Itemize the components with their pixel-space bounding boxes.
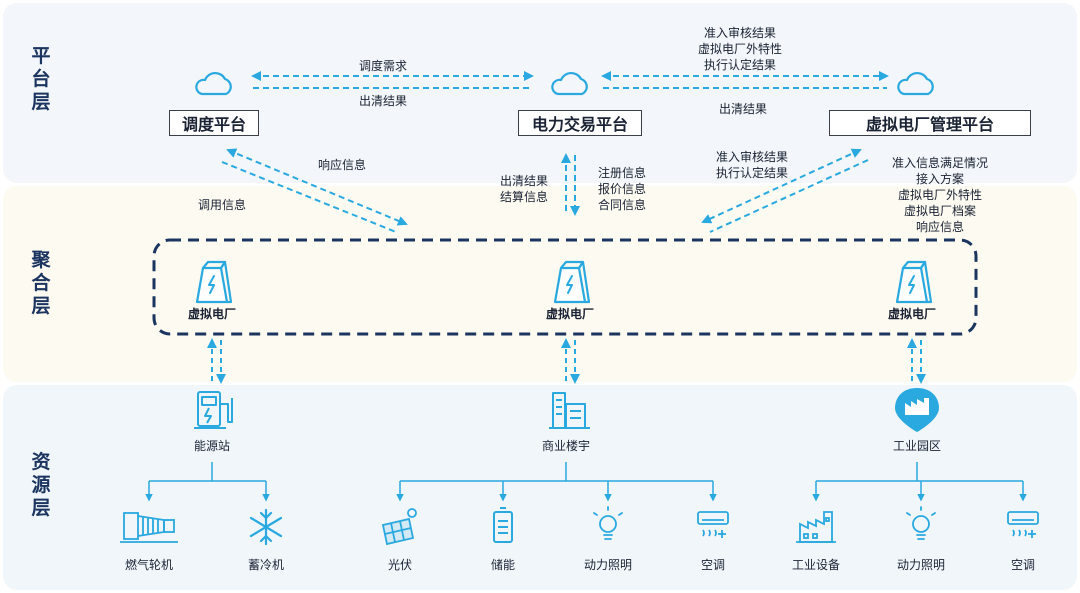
trading-platform-box: 电力交易平台 <box>518 110 642 136</box>
vpp-management-platform-box: 虚拟电厂管理平台 <box>829 110 1031 136</box>
energy-station-icon <box>194 391 233 429</box>
resource-layer-label: 资源层 <box>31 451 51 519</box>
leaf-label-pv: 光伏 <box>387 558 412 572</box>
call-info-label: 调用信息 <box>198 198 247 212</box>
leaf-label-ac-2: 空调 <box>1010 558 1035 572</box>
solar-pv-icon <box>381 508 417 546</box>
commercial-building-label: 商业楼宇 <box>541 439 590 453</box>
register-info-labels: 注册信息 报价信息 合同信息 <box>598 165 646 213</box>
commercial-building-icon <box>549 392 590 429</box>
admission-result-label: 准入审核结果 <box>703 26 776 40</box>
storage-battery-icon <box>493 507 513 543</box>
leaf-label-storage: 储能 <box>490 558 515 572</box>
execution-confirm-label: 执行认定结果 <box>716 166 789 180</box>
vpp-label-1: 虚拟电厂 <box>187 307 236 321</box>
aggregation-layer-label: 聚合层 <box>31 249 51 317</box>
industrial-park-icon <box>895 388 939 432</box>
platform-layer-band <box>3 3 1077 183</box>
industrial-equipment-icon <box>796 511 836 543</box>
vpp-characteristics-label: 虚拟电厂外特性 <box>697 42 782 56</box>
clearing-result-mid-label: 出清结果 <box>499 174 548 188</box>
resource-layer-band <box>3 385 1077 590</box>
air-conditioner-icon-2 <box>1007 511 1039 538</box>
leaf-label-cold-storage: 蓄冷机 <box>247 558 284 572</box>
access-plan-label: 接入方案 <box>915 172 964 186</box>
gas-turbine-icon <box>120 512 178 543</box>
dispatch-demand-label: 调度需求 <box>358 59 407 73</box>
admission-info-label: 准入信息满足情况 <box>891 156 988 170</box>
response-info-label: 响应信息 <box>318 158 367 172</box>
cold-storage-icon <box>249 508 283 546</box>
vpp-archive-label: 虚拟电厂档案 <box>903 204 976 218</box>
leaf-label-lighting-1: 动力照明 <box>583 558 632 572</box>
vpp-label-2: 虚拟电厂 <box>545 307 594 321</box>
contract-info-label: 合同信息 <box>598 198 647 212</box>
lighting-icon-2 <box>906 506 936 540</box>
quote-info-label: 报价信息 <box>598 182 647 196</box>
vpp-tower-icon-3 <box>895 260 933 304</box>
cloud-icon-trading <box>551 71 588 96</box>
leaf-label-ac-1: 空调 <box>700 558 725 572</box>
aggregation-layer-band <box>3 186 1077 382</box>
cloud-icon-vpp-mgmt <box>897 71 934 96</box>
air-conditioner-icon-1 <box>697 511 729 538</box>
vpp-tower-icon-1 <box>195 260 233 304</box>
lighting-icon-1 <box>593 506 623 540</box>
top-right-flow-labels: 准入审核结果 虚拟电厂外特性 执行认定结果 <box>680 25 800 73</box>
leaf-label-lighting-2: 动力照明 <box>896 558 945 572</box>
leaf-label-industrial-equipment: 工业设备 <box>791 558 840 572</box>
platform-layer-label: 平台层 <box>31 45 51 113</box>
dispatch-platform-box: 调度平台 <box>169 110 259 136</box>
vpp-upload-labels: 准入信息满足情况 接入方案 虚拟电厂外特性 虚拟电厂档案 响应信息 <box>880 155 1000 235</box>
clearing-result-left-label: 出清结果 <box>358 94 407 108</box>
cloud-icon-dispatch <box>195 71 232 96</box>
energy-station-label: 能源站 <box>193 439 230 453</box>
admission-review-label: 准入审核结果 <box>716 150 789 164</box>
settlement-info-label: 结算信息 <box>499 190 548 204</box>
vpp-label-3: 虚拟电厂 <box>887 307 936 321</box>
clearing-result-right-label: 出清结果 <box>718 102 767 116</box>
leaf-label-gas-turbine: 燃气轮机 <box>124 558 173 572</box>
vpp-external-label: 虚拟电厂外特性 <box>897 188 982 202</box>
clearing-settlement-labels: 出清结果 结算信息 <box>470 173 548 205</box>
industrial-park-label: 工业园区 <box>892 439 941 453</box>
vpp-tower-icon-2 <box>553 260 591 304</box>
registration-info-label: 注册信息 <box>598 166 647 180</box>
response-info-right-label: 响应信息 <box>915 220 964 234</box>
admission-exec-labels: 准入审核结果 执行认定结果 <box>716 149 788 181</box>
execution-result-label: 执行认定结果 <box>703 58 776 72</box>
